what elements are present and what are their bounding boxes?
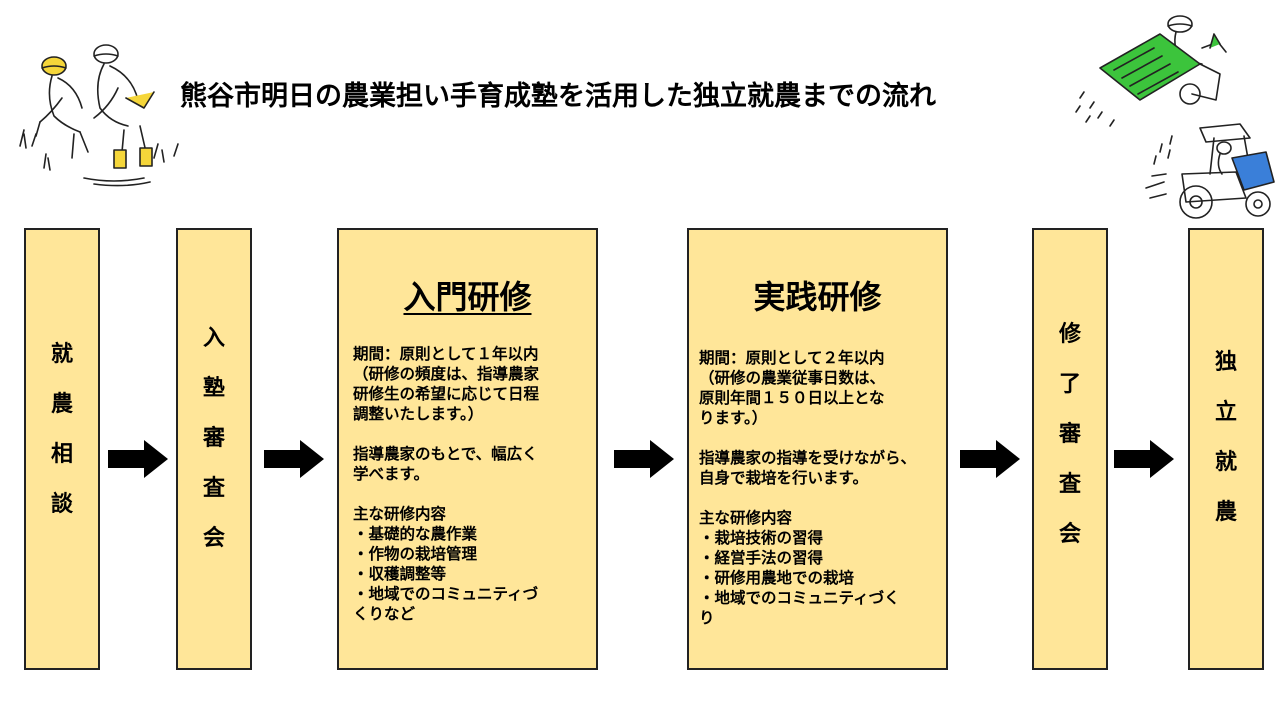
step-char: 農: [50, 392, 73, 417]
rice-transplanter-illustration: [1075, 15, 1227, 127]
step-char: 談: [50, 492, 73, 517]
farmers-planting-illustration: [19, 44, 179, 187]
intro-training-body: 期間：原則として１年以内 （研修の頻度は、指導農家 研修生の希望に応じて日程 調…: [353, 345, 540, 623]
step-char: 審: [1058, 422, 1081, 447]
step-char: 査: [202, 476, 225, 501]
step-char: 会: [1058, 522, 1081, 547]
practical-training-heading: 実践研修: [753, 278, 882, 316]
step-char: 就: [1214, 450, 1237, 475]
tractor-illustration: [1145, 123, 1275, 219]
right-arrow-icon: [108, 440, 168, 478]
step-independent-farming: 独 立 就 農: [1188, 228, 1264, 670]
step-char: 了: [1058, 372, 1081, 397]
right-arrow-icon: [960, 440, 1020, 478]
step-completion-review: 修 了 審 査 会: [1032, 228, 1108, 670]
right-arrow-icon: [264, 440, 324, 478]
page-title: 熊谷市明日の農業担い手育成塾を活用した独立就農までの流れ: [180, 81, 936, 112]
right-arrow-icon: [614, 440, 674, 478]
step-char: 修: [1058, 322, 1081, 347]
step-char: 審: [202, 426, 225, 451]
step-char: 塾: [202, 376, 225, 401]
step-char: 就: [50, 342, 73, 367]
step-practical-training: 実践研修 期間：原則として２年以内 （研修の農業従事日数は、 原則年間１５０日以…: [687, 228, 948, 670]
step-consultation: 就 農 相 談: [24, 228, 100, 670]
step-char: 独: [1214, 350, 1237, 375]
right-arrow-icon: [1114, 440, 1174, 478]
step-entry-review: 入 塾 審 査 会: [176, 228, 252, 670]
step-char: 査: [1058, 472, 1081, 497]
intro-training-heading: 入門研修: [403, 278, 532, 316]
step-char: 相: [50, 442, 73, 467]
step-char: 農: [1214, 500, 1237, 525]
step-intro-training: 入門研修 期間：原則として１年以内 （研修の頻度は、指導農家 研修生の希望に応じ…: [337, 228, 598, 670]
practical-training-body: 期間：原則として２年以内 （研修の農業従事日数は、 原則年間１５０日以上とな り…: [699, 349, 917, 627]
step-char: 会: [202, 526, 225, 551]
step-char: 立: [1214, 400, 1237, 425]
step-char: 入: [202, 326, 225, 351]
